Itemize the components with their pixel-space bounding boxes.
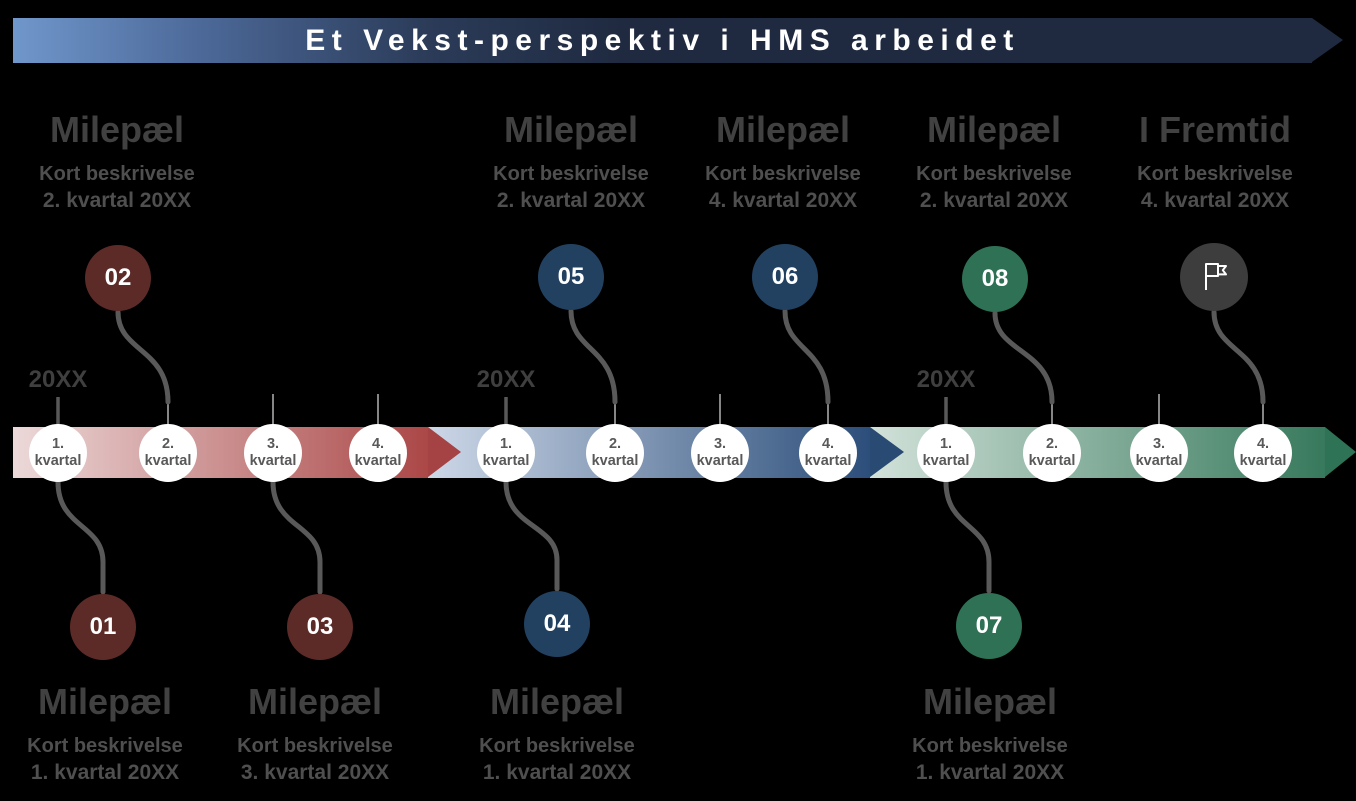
milestone-title: Milepæl [715,109,850,150]
connector-milestone-08 [992,310,1055,405]
milestone-description: Kort beskrivelse [39,163,195,185]
connector-milestone-04 [503,479,560,592]
timeline-arrow-tip-year1 [428,427,461,477]
milestone-circle-08: 08 [962,246,1028,312]
connector-milestone-06 [782,308,831,405]
quarter-marker: 2.kvartal [586,424,644,482]
milestone-title: Milepæl [37,681,172,722]
quarter-marker: 3.kvartal [1130,424,1188,482]
milestone-circle-06: 06 [752,244,818,310]
quarter-marker: 4.kvartal [799,424,857,482]
milestone-circle-02: 02 [85,245,151,311]
quarter-marker: 3.kvartal [691,424,749,482]
connector-milestone-future [1211,309,1266,405]
milestone-date: 2. kvartal 20XX [42,189,192,212]
milestone-circle-01: 01 [70,594,136,660]
milestone-circle-03: 03 [287,594,353,660]
milestone-date: 3. kvartal 20XX [240,761,390,784]
year-stem-lines [56,397,948,425]
milestone-date: 2. kvartal 20XX [919,189,1069,212]
milestone-description: Kort beskrivelse [1137,163,1293,185]
milestone-description: Kort beskrivelse [27,735,183,757]
connector-milestone-01 [55,479,106,595]
flag-icon [1205,263,1227,290]
title-banner: Et Vekst-perspektiv i HMS arbeidet [13,18,1312,63]
milestone-description: Kort beskrivelse [705,163,861,185]
milestone-date: 4. kvartal 20XX [1140,189,1290,212]
quarter-marker: 1.kvartal [477,424,535,482]
timeline-arrow-tip-year2 [870,427,904,477]
connector-milestone-07 [943,479,992,594]
milestone-circle-07: 07 [956,593,1022,659]
page-title: Et Vekst-perspektiv i HMS arbeidet [305,24,1020,57]
milestone-circle-04: 04 [524,591,590,657]
quarter-marker: 1.kvartal [29,424,87,482]
milestone-title: I Fremtid [1138,109,1291,150]
milestone-date: 1. kvartal 20XX [482,761,632,784]
milestone-date: 1. kvartal 20XX [915,761,1065,784]
year-label-3: 20XX [916,366,976,393]
milestone-description: Kort beskrivelse [916,163,1072,185]
timeline-arrow-tip-year3 [1325,427,1356,477]
quarter-marker: 4.kvartal [1234,424,1292,482]
milestone-title: Milepæl [926,109,1061,150]
quarter-marker: 2.kvartal [139,424,197,482]
milestone-date: 4. kvartal 20XX [708,189,858,212]
milestone-description: Kort beskrivelse [237,735,393,757]
year-label-2: 20XX [476,366,536,393]
milestone-title: Milepæl [49,109,184,150]
milestone-title: Milepæl [503,109,638,150]
connector-milestone-05 [568,308,618,405]
milestone-description: Kort beskrivelse [912,735,1068,757]
milestone-description: Kort beskrivelse [493,163,649,185]
milestone-title: Milepæl [489,681,624,722]
milestone-title: Milepæl [922,681,1057,722]
milestone-description: Kort beskrivelse [479,735,635,757]
quarter-marker: 4.kvartal [349,424,407,482]
connector-milestone-02 [115,309,171,405]
milestone-date: 2. kvartal 20XX [496,189,646,212]
quarter-riser-lines [167,394,1264,425]
connector-milestone-03 [270,479,323,595]
year-label-1: 20XX [28,366,88,393]
quarter-marker: 1.kvartal [917,424,975,482]
quarter-marker: 2.kvartal [1023,424,1081,482]
title-banner-arrow-tip [1312,18,1343,62]
quarter-marker: 3.kvartal [244,424,302,482]
milestone-title: Milepæl [247,681,382,722]
milestone-date: 1. kvartal 20XX [30,761,180,784]
milestone-circle-future [1180,243,1248,311]
milestone-circle-05: 05 [538,244,604,310]
